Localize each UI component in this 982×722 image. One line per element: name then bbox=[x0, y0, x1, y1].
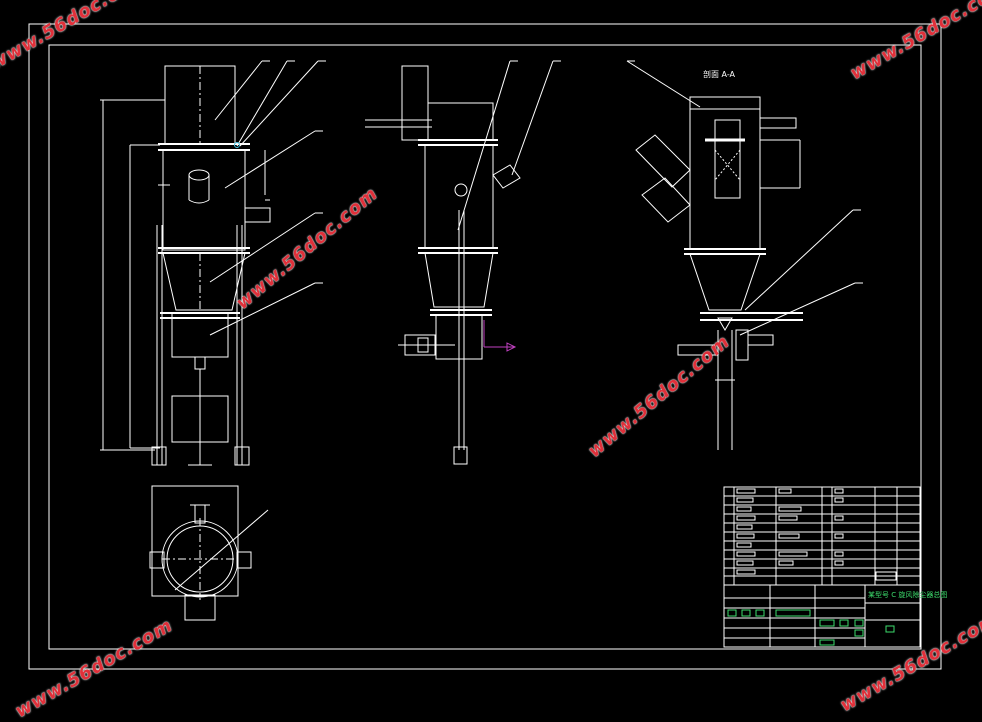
title-block bbox=[723, 486, 921, 648]
title-block-text: 某型号 C 旋风除尘器总图 bbox=[868, 591, 948, 599]
cad-drawing bbox=[28, 23, 942, 670]
outer-frame bbox=[28, 23, 942, 670]
top-view bbox=[149, 485, 269, 621]
side-view bbox=[365, 60, 561, 465]
section-view bbox=[626, 60, 863, 450]
front-view bbox=[100, 60, 326, 466]
inner-frame bbox=[48, 44, 922, 650]
highlight-point bbox=[234, 142, 240, 148]
section-label: 剖面 A-A bbox=[703, 70, 736, 79]
